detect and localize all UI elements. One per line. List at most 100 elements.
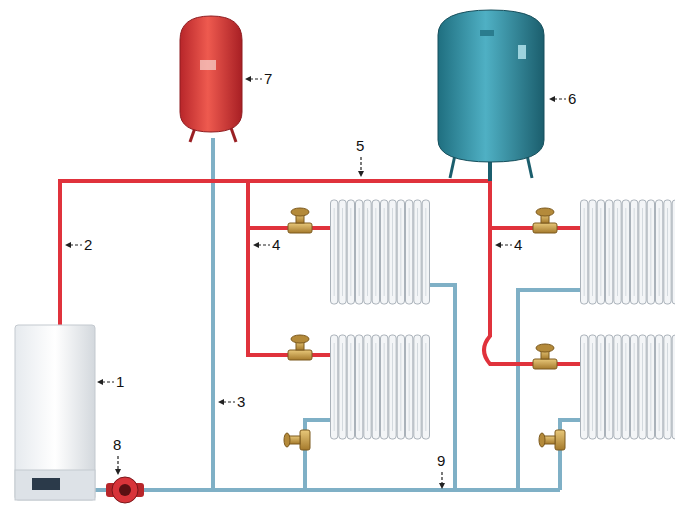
section-groove bbox=[359, 208, 360, 296]
supply-riser bbox=[248, 181, 330, 355]
radiator-section bbox=[406, 200, 413, 304]
radiator bbox=[581, 200, 675, 304]
radiator-section bbox=[589, 335, 596, 439]
radiator-section bbox=[397, 335, 404, 439]
section-groove bbox=[625, 208, 626, 296]
radiator bbox=[331, 200, 430, 304]
boiler bbox=[15, 325, 95, 500]
callout-number: 1 bbox=[116, 373, 124, 391]
leader-lines bbox=[70, 79, 566, 484]
section-groove bbox=[584, 343, 585, 431]
section-groove bbox=[659, 343, 660, 431]
callout-number: 6 bbox=[568, 90, 576, 108]
valve bbox=[288, 335, 312, 360]
section-groove bbox=[400, 343, 401, 431]
radiator-section bbox=[347, 335, 354, 439]
section-groove bbox=[650, 343, 651, 431]
radiator-section bbox=[331, 335, 338, 439]
section-groove bbox=[617, 343, 618, 431]
radiator-section bbox=[581, 335, 588, 439]
radiator bbox=[581, 335, 675, 439]
radiator-section bbox=[422, 335, 429, 439]
radiator-section bbox=[622, 335, 629, 439]
radiator-section bbox=[331, 200, 338, 304]
section-groove bbox=[350, 208, 351, 296]
supply-riser bbox=[484, 181, 580, 364]
section-groove bbox=[642, 208, 643, 296]
radiator-section bbox=[389, 335, 396, 439]
section-groove bbox=[592, 343, 593, 431]
radiator-section bbox=[422, 200, 429, 304]
radiator-section bbox=[581, 200, 588, 304]
valve bbox=[533, 344, 557, 369]
radiator-section bbox=[389, 200, 396, 304]
radiator-section bbox=[631, 200, 638, 304]
callout-number: 3 bbox=[237, 393, 245, 411]
radiator-section bbox=[364, 335, 371, 439]
section-groove bbox=[425, 343, 426, 431]
storage-tank bbox=[438, 10, 544, 181]
radiator-section bbox=[614, 200, 621, 304]
section-groove bbox=[375, 208, 376, 296]
section-groove bbox=[392, 208, 393, 296]
radiator-section bbox=[397, 200, 404, 304]
section-groove bbox=[659, 208, 660, 296]
radiator-section bbox=[414, 200, 421, 304]
section-groove bbox=[384, 343, 385, 431]
section-groove bbox=[650, 208, 651, 296]
radiator-section bbox=[656, 200, 663, 304]
radiator-return bbox=[518, 290, 580, 490]
valve bbox=[539, 430, 565, 450]
section-groove bbox=[625, 343, 626, 431]
section-groove bbox=[375, 343, 376, 431]
callout-number: 4 bbox=[514, 236, 522, 254]
section-groove bbox=[642, 343, 643, 431]
section-groove bbox=[600, 208, 601, 296]
radiator-section bbox=[597, 200, 604, 304]
radiator-section bbox=[656, 335, 663, 439]
radiator-section bbox=[414, 335, 421, 439]
radiator-section bbox=[631, 335, 638, 439]
radiator-section bbox=[339, 200, 346, 304]
section-groove bbox=[609, 343, 610, 431]
section-groove bbox=[584, 208, 585, 296]
radiator-return bbox=[430, 285, 455, 490]
radiator bbox=[331, 335, 430, 439]
radiator-section bbox=[356, 200, 363, 304]
supply-main bbox=[60, 181, 490, 325]
radiator-section bbox=[606, 335, 613, 439]
radiator-section bbox=[639, 335, 646, 439]
section-groove bbox=[342, 343, 343, 431]
radiator-section bbox=[639, 200, 646, 304]
return-pipes bbox=[95, 138, 580, 490]
callout-number: 8 bbox=[113, 436, 121, 454]
callout-number: 2 bbox=[84, 236, 92, 254]
section-groove bbox=[425, 208, 426, 296]
section-groove bbox=[600, 343, 601, 431]
radiator-section bbox=[647, 200, 654, 304]
radiator-section bbox=[339, 335, 346, 439]
radiator-section bbox=[672, 335, 675, 439]
section-groove bbox=[667, 208, 668, 296]
section-groove bbox=[592, 208, 593, 296]
callout-number: 4 bbox=[272, 236, 280, 254]
section-groove bbox=[634, 208, 635, 296]
section-groove bbox=[609, 208, 610, 296]
section-groove bbox=[359, 343, 360, 431]
section-groove bbox=[342, 208, 343, 296]
return-main bbox=[95, 488, 560, 492]
section-groove bbox=[367, 343, 368, 431]
radiator-section bbox=[364, 200, 371, 304]
callout-number: 9 bbox=[437, 452, 445, 470]
expansion-tank bbox=[180, 16, 242, 142]
radiator-section bbox=[606, 200, 613, 304]
expansion-line bbox=[211, 138, 215, 490]
section-groove bbox=[334, 208, 335, 296]
section-groove bbox=[667, 343, 668, 431]
section-groove bbox=[634, 343, 635, 431]
radiators bbox=[331, 200, 675, 439]
section-groove bbox=[392, 343, 393, 431]
radiator-section bbox=[406, 335, 413, 439]
callout-number: 7 bbox=[264, 70, 272, 88]
